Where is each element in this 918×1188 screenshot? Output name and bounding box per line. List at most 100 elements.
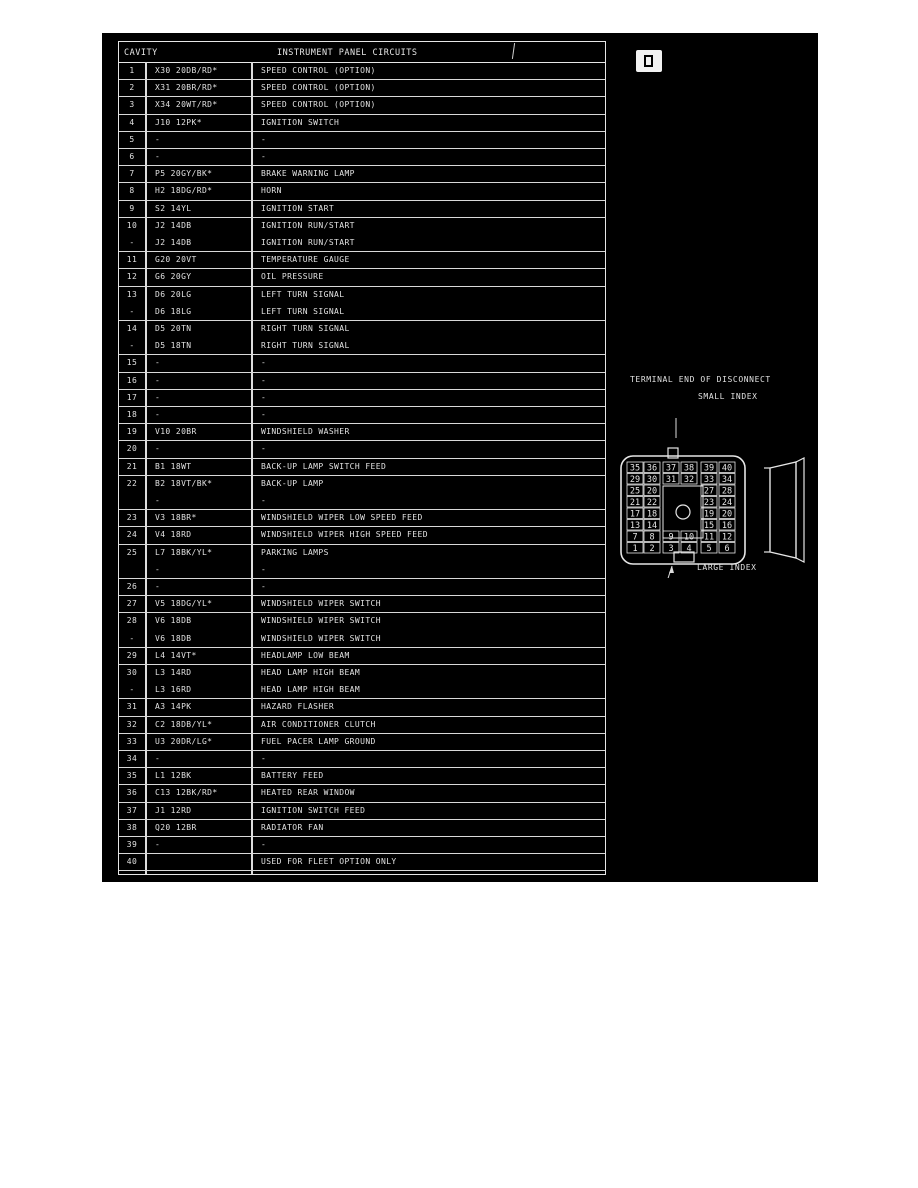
description-cell: - (261, 564, 267, 574)
pen-mark (511, 43, 516, 59)
cavity-cell: - (129, 238, 135, 247)
description-cell: - (261, 392, 267, 402)
description-cell: - (261, 840, 267, 849)
table-row: 6-- (119, 148, 605, 167)
pin-label: 5 (706, 544, 711, 554)
wire-cell: J2 14DB (155, 220, 192, 230)
wire-cell: H2 18DG/RD* (155, 186, 213, 196)
wire-cell: P5 20GY/BK* (155, 169, 213, 179)
pin-label: 15 (704, 521, 714, 531)
pin-label: 29 (630, 475, 640, 485)
connector-outline (620, 455, 746, 565)
pin-cell (662, 542, 680, 554)
pin-cell (643, 530, 661, 542)
pin-label: 40 (722, 464, 732, 474)
table-row: -- (119, 561, 605, 579)
wire-cell: - (155, 134, 161, 144)
small-index-key (667, 447, 679, 459)
cavity-cell: - (129, 685, 135, 695)
wire-cell: - (155, 564, 161, 574)
table-row: 18-- (119, 406, 605, 425)
description-cell: - (261, 358, 267, 368)
pin-label: 30 (647, 475, 657, 485)
description-cell: BACK-UP LAMP SWITCH FEED (261, 461, 387, 471)
cavity-cell: 38 (126, 822, 138, 832)
description-cell: LEFT TURN SIGNAL (261, 306, 345, 316)
wire-cell: X30 20DB/RD* (155, 66, 218, 75)
pin-label: 39 (704, 464, 714, 474)
wire-cell: - (155, 358, 161, 368)
description-cell: - (261, 152, 267, 161)
description-cell: SPEED CONTROL (OPTION) (261, 66, 376, 75)
description-cell: RIGHT TURN SIGNAL (261, 341, 350, 351)
pin-cell (718, 461, 736, 473)
cavity-cell: 16 (126, 375, 138, 385)
description-cell: - (261, 496, 267, 505)
pin-label: 18 (647, 510, 657, 520)
wire-cell: V5 18DG/YL* (155, 599, 213, 609)
pin-cell (718, 484, 736, 496)
cavity-cell: 18 (126, 410, 138, 419)
pin-cell (626, 507, 644, 519)
description-cell: TEMPERATURE GAUGE (261, 255, 350, 265)
pin-label: 3 (668, 544, 673, 554)
description-cell: BRAKE WARNING LAMP (261, 169, 355, 179)
pin-cell (626, 496, 644, 508)
column-divider (145, 62, 147, 874)
wire-cell: C2 18DB/YL* (155, 719, 213, 729)
pin-label: 23 (704, 498, 714, 508)
table-row: 5-- (119, 131, 605, 149)
pin-label: 2 (649, 544, 654, 554)
wire-cell: G6 20GY (155, 272, 192, 282)
pin-cell (643, 496, 661, 508)
wire-cell: - (155, 375, 161, 385)
pin-label: 8 (649, 533, 654, 543)
description-cell: SPEED CONTROL (OPTION) (261, 100, 376, 110)
description-cell: USED FOR FLEET OPTION ONLY (261, 857, 397, 867)
cavity-cell: 7 (129, 169, 135, 179)
cavity-cell: 20 (126, 444, 138, 454)
wire-cell: G20 20VT (155, 255, 197, 265)
wire-cell: L3 16RD (155, 685, 192, 695)
description-cell: WINDSHIELD WIPER HIGH SPEED FEED (261, 530, 428, 540)
pin-label: 14 (647, 521, 657, 531)
description-cell: SPEED CONTROL (OPTION) (261, 83, 376, 93)
wire-cell: L3 14RD (155, 668, 192, 677)
cavity-cell: 14 (126, 324, 138, 333)
pin-cell (626, 542, 644, 554)
cavity-cell: 24 (126, 530, 138, 540)
pin-label: 33 (704, 475, 714, 485)
table-row: 26-- (119, 578, 605, 597)
description-cell: HEAD LAMP HIGH BEAM (261, 685, 361, 695)
pin-label: 37 (666, 464, 676, 474)
wire-cell: J2 14DB (155, 238, 192, 247)
wire-cell: D6 18LG (155, 306, 192, 316)
pin-cell (643, 473, 661, 485)
cavity-cell: 35 (126, 771, 138, 781)
description-cell: IGNITION RUN/START (261, 220, 355, 230)
wire-cell: X34 20WT/RD* (155, 100, 218, 110)
large-index-key (673, 551, 695, 563)
side-profile-lip (795, 457, 805, 563)
pin-label: 31 (666, 475, 676, 485)
diagram-title: TERMINAL END OF DISCONNECT (630, 375, 771, 384)
cavity-cell: 15 (126, 358, 138, 368)
cavity-cell: - (129, 306, 135, 316)
center-hole (675, 504, 691, 520)
cavity-cell: 13 (126, 289, 138, 299)
description-cell: HEAD LAMP HIGH BEAM (261, 668, 361, 677)
table-header: CAVITY INSTRUMENT PANEL CIRCUITS (119, 42, 605, 63)
description-cell: WINDSHIELD WASHER (261, 427, 350, 437)
description-cell: HORN (261, 186, 282, 196)
